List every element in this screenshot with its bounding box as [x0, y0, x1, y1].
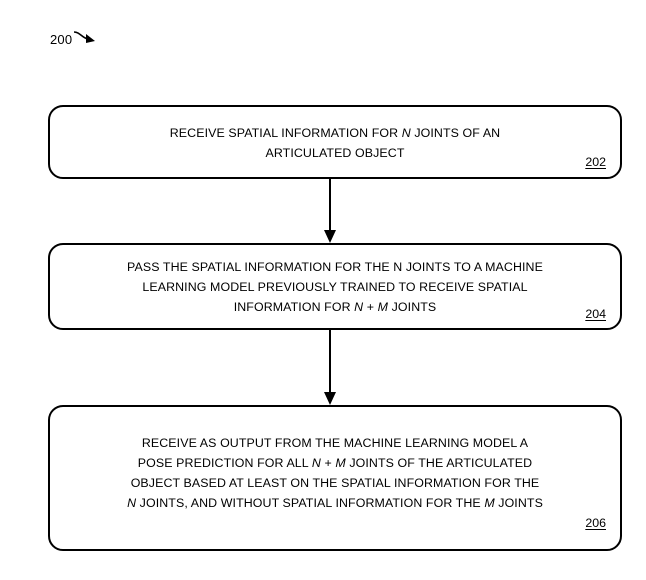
flow-step-box-204: PASS THE SPATIAL INFORMATION FOR THE N J…	[48, 243, 622, 330]
connector-arrow-204-to-206	[323, 330, 337, 406]
flow-step-ref-204: 204	[585, 306, 606, 321]
figure-reference-number: 200	[50, 32, 73, 47]
connector-arrow-202-to-204	[323, 179, 337, 244]
flow-step-text-206: RECEIVE AS OUTPUT FROM THE MACHINE LEARN…	[127, 436, 543, 510]
flow-step-ref-202: 202	[585, 154, 606, 169]
figure-reference-label: 200	[50, 28, 99, 51]
flow-step-text-202: RECEIVE SPATIAL INFORMATION FOR N JOINTS…	[169, 126, 501, 160]
flow-step-ref-206: 206	[585, 515, 606, 530]
flow-step-box-202: RECEIVE SPATIAL INFORMATION FOR N JOINTS…	[48, 105, 622, 179]
flow-step-text-204: PASS THE SPATIAL INFORMATION FOR THE N J…	[127, 260, 543, 314]
flow-step-box-206: RECEIVE AS OUTPUT FROM THE MACHINE LEARN…	[48, 405, 622, 551]
arrow-marker-icon	[73, 28, 99, 51]
